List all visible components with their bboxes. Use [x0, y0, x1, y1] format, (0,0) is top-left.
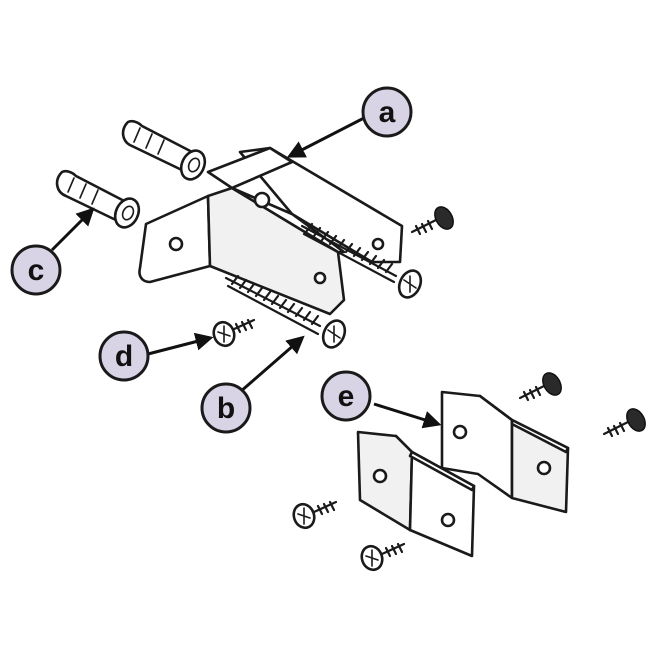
small-screw-upper-right — [410, 206, 454, 236]
label-d-text: d — [115, 340, 133, 373]
label-d: d — [98, 330, 150, 382]
arrow-c — [50, 207, 95, 252]
arrow-b — [239, 335, 305, 394]
small-screw-e3 — [292, 500, 338, 530]
wall-anchor-bottom — [55, 169, 141, 229]
label-b-text: b — [217, 392, 235, 425]
label-e: e — [320, 370, 372, 422]
label-c-text: c — [28, 254, 45, 287]
long-screw-upper — [300, 222, 423, 299]
long-screw-b — [224, 274, 347, 349]
arrow-d — [147, 332, 214, 356]
hinge-bracket-upper — [440, 390, 570, 514]
small-screw-e2 — [602, 408, 646, 438]
wall-anchor-top — [121, 119, 207, 181]
hinge-bracket-lower — [356, 430, 476, 558]
label-e-text: e — [338, 380, 355, 413]
small-screw-e4 — [360, 542, 406, 572]
arrow-e — [373, 402, 442, 429]
arrow-a — [286, 116, 365, 158]
label-a-text: a — [379, 96, 396, 129]
short-screw-d — [212, 318, 256, 348]
label-a: a — [361, 86, 413, 138]
pilaster-bracket — [138, 146, 404, 316]
label-b: b — [200, 382, 252, 434]
small-screw-e1 — [518, 372, 562, 402]
label-c: c — [10, 244, 62, 296]
